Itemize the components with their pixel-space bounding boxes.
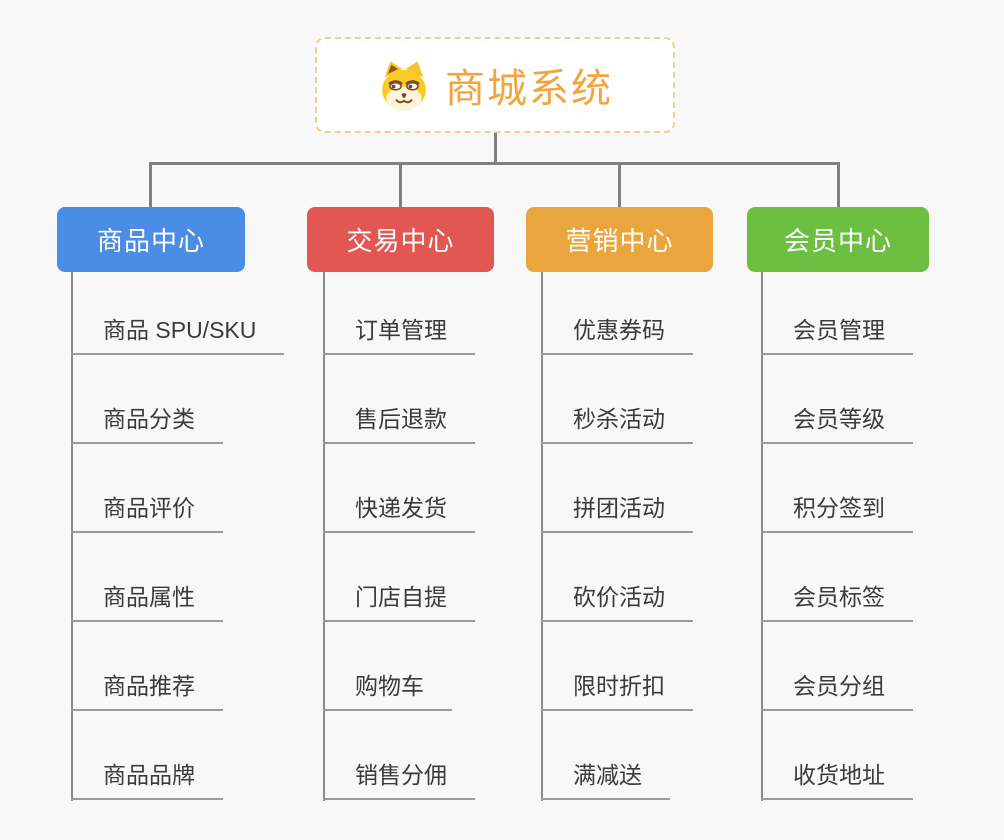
connector-column-member [761, 272, 763, 801]
leaf-topic[interactable]: 会员等级 [761, 400, 913, 444]
leaf-topic[interactable]: 满减送 [541, 756, 670, 800]
leaf-topic[interactable]: 商品评价 [71, 489, 223, 533]
leaf-topic[interactable]: 会员管理 [761, 311, 913, 355]
root-node[interactable]: 商城系统 [315, 37, 675, 133]
leaf-topic[interactable]: 商品品牌 [71, 756, 223, 800]
leaf-topic[interactable]: 砍价活动 [541, 578, 693, 622]
connector-drop-member [837, 162, 840, 208]
leaf-topic[interactable]: 商品推荐 [71, 667, 223, 711]
leaf-topic[interactable]: 拼团活动 [541, 489, 693, 533]
connector-rail [149, 162, 840, 165]
leaf-topic[interactable]: 限时折扣 [541, 667, 693, 711]
connector-drop-marketing [618, 162, 621, 208]
leaf-topic[interactable]: 商品分类 [71, 400, 223, 444]
connector-drop-product [149, 162, 152, 208]
leaf-topic[interactable]: 秒杀活动 [541, 400, 693, 444]
connector-drop-trade [399, 162, 402, 208]
branch-member-center[interactable]: 会员中心 [747, 207, 929, 272]
branch-product-center[interactable]: 商品中心 [57, 207, 245, 272]
connector-column-product [71, 272, 73, 801]
leaf-topic[interactable]: 快递发货 [323, 489, 475, 533]
leaf-topic[interactable]: 门店自提 [323, 578, 475, 622]
branch-trade-center[interactable]: 交易中心 [307, 207, 494, 272]
leaf-topic[interactable]: 优惠券码 [541, 311, 693, 355]
branch-marketing-center[interactable]: 营销中心 [526, 207, 713, 272]
leaf-topic[interactable]: 购物车 [323, 667, 452, 711]
leaf-topic[interactable]: 售后退款 [323, 400, 475, 444]
leaf-topic[interactable]: 会员标签 [761, 578, 913, 622]
connector-root-stub [494, 133, 497, 164]
leaf-topic[interactable]: 商品属性 [71, 578, 223, 622]
connector-column-marketing [541, 272, 543, 801]
root-title: 商城系统 [445, 67, 613, 111]
connector-column-trade [323, 272, 325, 801]
doge-face-icon [377, 58, 431, 112]
leaf-topic[interactable]: 积分签到 [761, 489, 913, 533]
leaf-topic[interactable]: 收货地址 [761, 756, 913, 800]
leaf-topic[interactable]: 销售分佣 [323, 756, 475, 800]
leaf-topic[interactable]: 订单管理 [323, 311, 475, 355]
leaf-topic[interactable]: 会员分组 [761, 667, 913, 711]
leaf-topic[interactable]: 商品 SPU/SKU [71, 311, 285, 355]
